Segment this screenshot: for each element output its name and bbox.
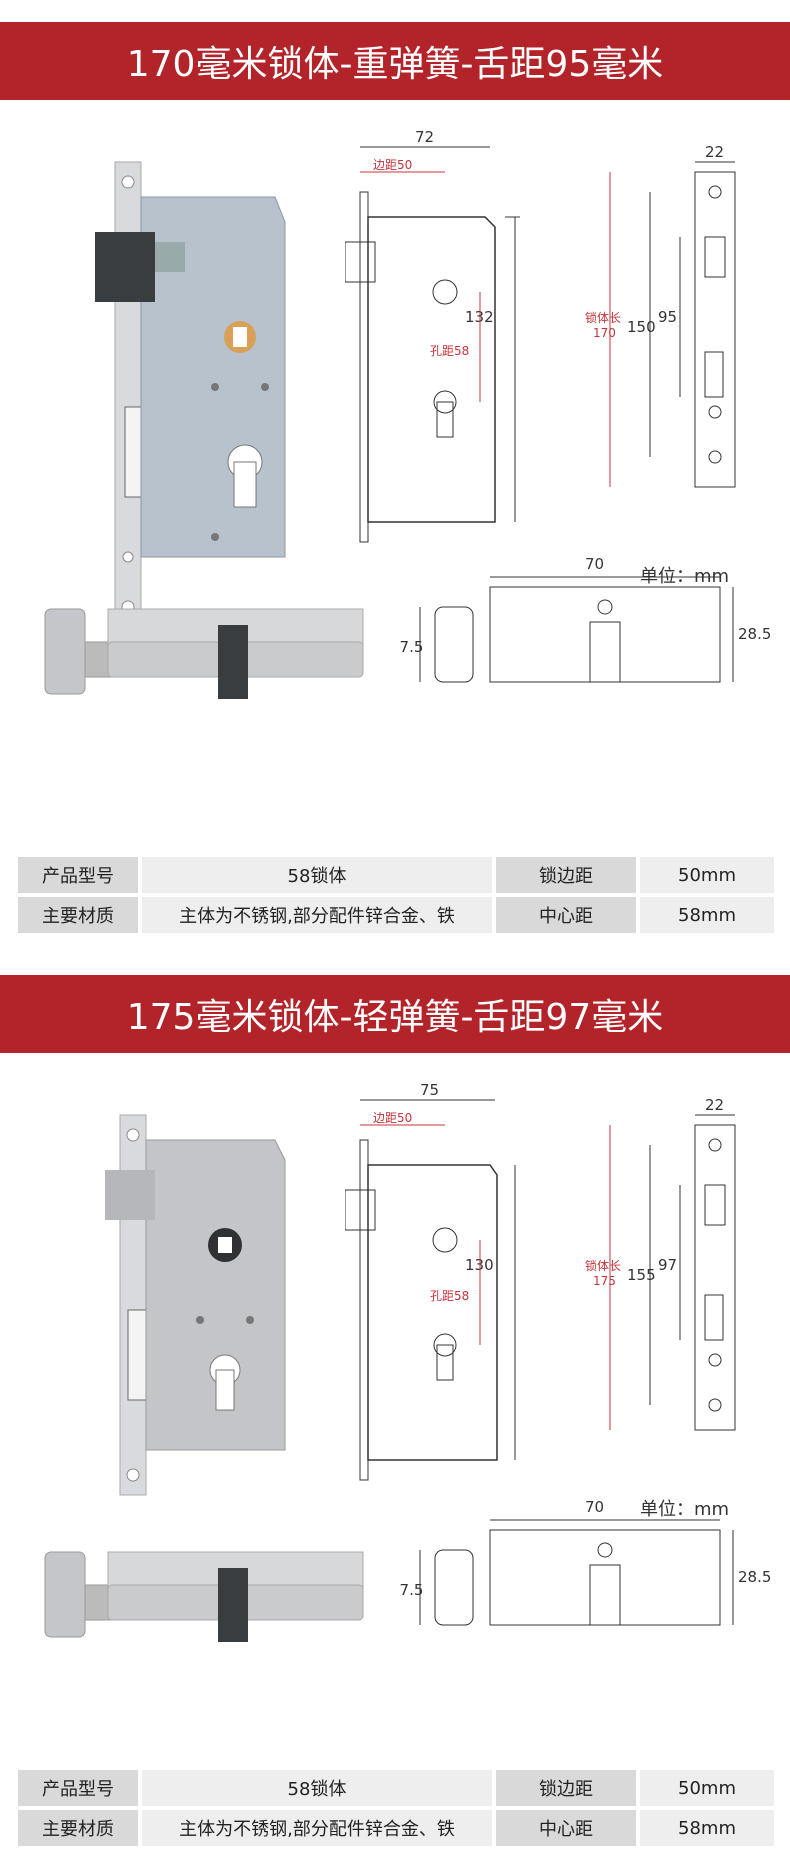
hole-dist-label: 孔距58 (430, 344, 469, 358)
side-view-drawing: 22 锁体长 175 155 97 (585, 1096, 736, 1431)
cylinder-drawing: 70 27.5 28.5 (400, 555, 770, 683)
face-width-label: 22 (705, 1096, 724, 1114)
backset-table-value: 50mm (640, 1770, 774, 1806)
cyl-right-h-label: 28.5 (738, 625, 770, 643)
width-top-label: 75 (420, 1081, 439, 1099)
section-title: 175毫米锁体-轻弹簧-舌距97毫米 (0, 975, 790, 1053)
section-175: 175毫米锁体-轻弹簧-舌距97毫米 75 边距50 130 孔距58 22 (0, 975, 790, 1855)
backset-label: 边距50 (373, 1111, 412, 1125)
material-label: 主要材质 (18, 1810, 138, 1846)
cyl-left-h-label: 27.5 (400, 1581, 423, 1599)
front-view-drawing: 72 边距50 132 孔距58 (345, 128, 520, 543)
section-title: 170毫米锁体-重弹簧-舌距95毫米 (0, 22, 790, 100)
model-label: 产品型号 (18, 857, 138, 893)
model-value: 58锁体 (142, 1770, 492, 1806)
backset-table-label: 锁边距 (496, 1770, 636, 1806)
side-view-drawing: 22 锁体长 170 150 95 (585, 143, 736, 488)
cyl-right-h-label: 28.5 (738, 1568, 770, 1586)
body-len-label: 锁体长 (585, 1258, 621, 1273)
center-label: 中心距 (496, 897, 636, 933)
material-value: 主体为不锈钢,部分配件锌合金、铁 (142, 1810, 492, 1846)
width-top-label: 72 (415, 128, 434, 146)
backset-table-label: 锁边距 (496, 857, 636, 893)
model-label: 产品型号 (18, 1770, 138, 1806)
front-view-drawing: 75 边距50 130 孔距58 (345, 1081, 516, 1481)
backset-label: 边距50 (373, 158, 412, 172)
center-value: 58mm (640, 1810, 774, 1846)
cylinder-photo (44, 608, 364, 699)
len-95-label: 97 (658, 1256, 677, 1274)
cylinder-drawing: 70 27.5 28.5 (400, 1498, 770, 1626)
cyl-left-h-label: 27.5 (400, 638, 423, 656)
len-150-label: 150 (627, 318, 656, 336)
height-label: 132 (465, 308, 494, 326)
body-len-value: 170 (593, 326, 616, 340)
material-value: 主体为不锈钢,部分配件锌合金、铁 (142, 897, 492, 933)
unit-label: 单位：mm (640, 1499, 730, 1520)
lock-body-photo (95, 161, 286, 633)
body-len-value: 175 (593, 1274, 616, 1288)
lock-body-photo (105, 1114, 286, 1496)
len-95-label: 95 (658, 308, 677, 326)
material-label: 主要材质 (18, 897, 138, 933)
len-150-label: 155 (627, 1266, 656, 1284)
center-label: 中心距 (496, 1810, 636, 1846)
cyl-length-label: 70 (585, 1498, 604, 1516)
model-value: 58锁体 (142, 857, 492, 893)
cyl-length-label: 70 (585, 555, 604, 573)
backset-table-value: 50mm (640, 857, 774, 893)
center-value: 58mm (640, 897, 774, 933)
section-170: 170毫米锁体-重弹簧-舌距95毫米 72 边距50 132 孔距58 (0, 22, 790, 942)
height-label: 130 (465, 1256, 494, 1274)
face-width-label: 22 (705, 143, 724, 161)
hole-dist-label: 孔距58 (430, 1289, 469, 1303)
body-len-label: 锁体长 (585, 310, 621, 325)
cylinder-photo (44, 1551, 364, 1642)
